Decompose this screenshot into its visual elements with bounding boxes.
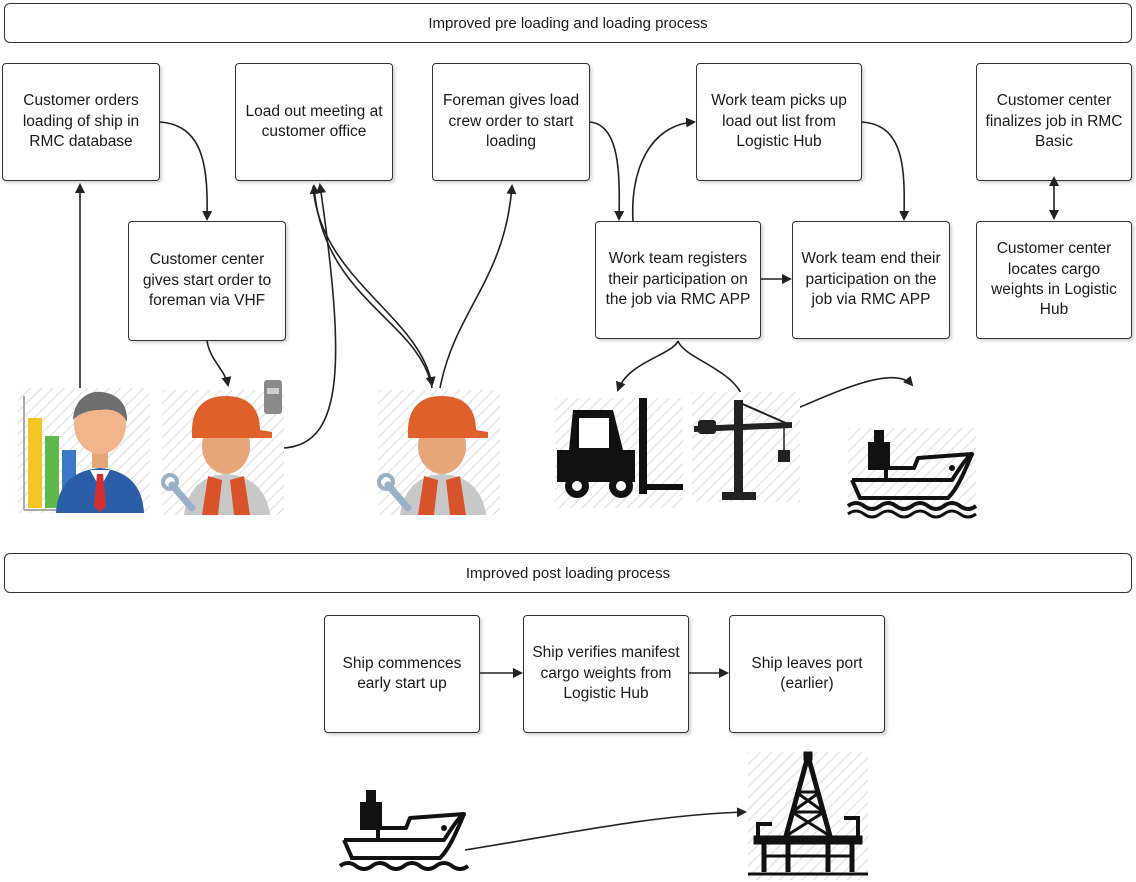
customer-orders-box: Customer orders loading of ship in RMC d… — [2, 63, 160, 181]
work-team-registers-box: Work team registers their participation … — [595, 221, 761, 339]
customer-locates-box: Customer center locates cargo weights in… — [976, 221, 1132, 339]
crane-icon — [692, 392, 800, 502]
oil-rig-icon — [748, 751, 868, 880]
foreman-gives-order-box: Foreman gives load crew order to start l… — [432, 63, 590, 181]
arrow-foreman-to-registers — [589, 121, 625, 221]
work-team-ends-box: Work team end their participation on the… — [792, 221, 950, 339]
post-loading-banner: Improved post loading process — [4, 553, 1132, 593]
arrow-meeting-to-worker2 — [312, 185, 436, 387]
ship-icon — [338, 790, 470, 871]
arrow-worker-to-meeting — [282, 183, 337, 449]
load-out-meeting-box: Load out meeting at customer office — [235, 63, 393, 181]
ship-commences-box: Ship commences early start up — [324, 615, 480, 733]
worker-wrench-icon — [377, 390, 500, 515]
forklift-icon — [555, 398, 683, 508]
arrow-worker2-to-foreman — [439, 184, 517, 389]
arrow-picks-to-ends — [861, 121, 910, 221]
arrow-registers-to-forklift — [615, 340, 679, 392]
pre-loading-banner: Improved pre loading and loading process — [4, 3, 1132, 43]
arrow-start-to-worker — [206, 340, 232, 387]
businessman-chart-icon — [18, 388, 150, 513]
ship-verifies-box: Ship verifies manifest cargo weights fro… — [523, 615, 689, 733]
customer-finalizes-box: Customer center finalizes job in RMC Bas… — [976, 63, 1132, 181]
connectors — [75, 117, 1059, 851]
customer-gives-start-box: Customer center gives start order to for… — [128, 221, 286, 341]
worker-radio-icon — [161, 380, 284, 515]
arrow-crane-to-ship — [797, 375, 914, 409]
arrow-worker2-to-meeting — [309, 184, 433, 389]
arrow-orders-to-start — [159, 121, 213, 221]
work-team-picks-up-box: Work team picks up load out list from Lo… — [696, 63, 862, 181]
ship-leaves-box: Ship leaves port (earlier) — [729, 615, 885, 733]
arrow-registers-to-picks — [631, 117, 696, 222]
ship-icon — [846, 428, 978, 519]
arrow-ship-to-rig — [464, 807, 747, 851]
